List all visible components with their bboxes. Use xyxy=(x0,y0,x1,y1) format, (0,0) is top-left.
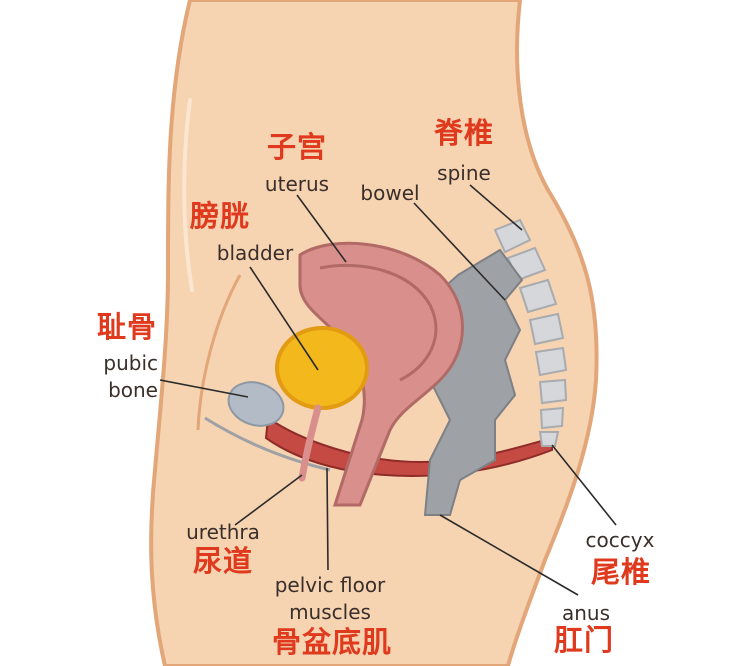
spine-label-zh: 脊椎 xyxy=(433,116,494,150)
spine-label-en: spine xyxy=(437,161,491,185)
pubic-bone-label-en-2: bone xyxy=(108,378,158,402)
urethra-label-en: urethra xyxy=(186,520,260,544)
pelvic-floor-label-zh: 骨盆底肌 xyxy=(271,625,392,659)
pubic-bone xyxy=(227,381,285,427)
uterus-label-zh: 子宫 xyxy=(266,130,327,164)
coccyx-label-zh: 尾椎 xyxy=(590,555,651,589)
uterus-label-en: uterus xyxy=(264,172,330,196)
coccyx-label-en: coccyx xyxy=(585,528,655,552)
uterus-inner xyxy=(319,263,438,382)
urethra-label-zh: 尿道 xyxy=(192,544,253,578)
anus-label-en: anus xyxy=(561,601,611,625)
pelvic-floor-band xyxy=(204,416,331,472)
anus-label-zh: 肛门 xyxy=(553,623,614,657)
bladder-label-en: bladder xyxy=(216,241,294,265)
abdomen-contour xyxy=(196,274,242,431)
bladder xyxy=(275,326,369,410)
pelvic-floor-label-en-1: pelvic floor xyxy=(274,573,386,597)
pelvic-floor-label-en-2: muscles xyxy=(289,600,371,624)
body-highlight xyxy=(182,98,194,292)
pubic-bone-label-zh: 耻骨 xyxy=(96,310,157,344)
bladder-label-zh: 膀胱 xyxy=(189,199,250,233)
pubic-bone-label-en-1: pubic xyxy=(103,351,158,375)
bowel-label-en: bowel xyxy=(360,181,420,205)
leader-lines xyxy=(159,184,617,596)
urethra xyxy=(298,404,322,482)
